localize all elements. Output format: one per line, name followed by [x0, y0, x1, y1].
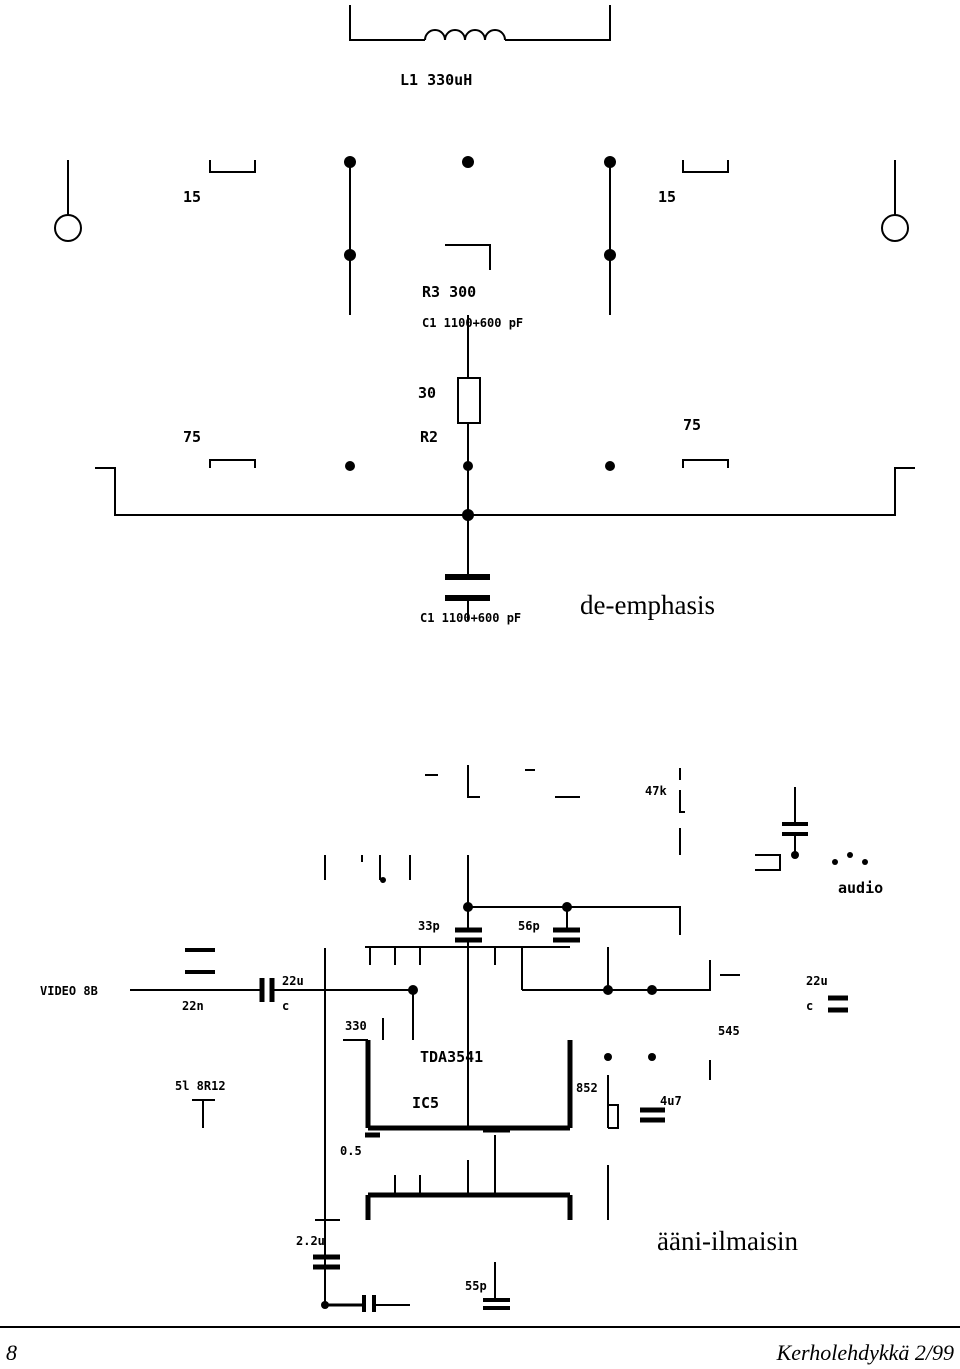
label-video: VIDEO 8B: [40, 984, 98, 998]
label-r-left: 15: [183, 188, 201, 206]
footer-rule: [0, 1326, 960, 1328]
page-number: 8: [6, 1340, 17, 1365]
terminal-right: [881, 214, 909, 242]
label-r2: R2: [420, 428, 438, 446]
audio-detector-schematic: 47k audio 33p 56p VIDEO 8B 22n 22u c 22u…: [40, 765, 883, 1312]
label-r-right: 15: [658, 188, 676, 206]
label-r-top-right: 47k: [645, 784, 667, 798]
label-c-in: 22n: [182, 999, 204, 1013]
label-ic-ref: IC5: [412, 1094, 439, 1112]
label-c-bottom-mid: 55p: [465, 1279, 487, 1293]
label-r-545: 545: [718, 1024, 740, 1038]
label-r-852: 852: [576, 1081, 598, 1095]
resistor-r2: [457, 377, 481, 424]
label-c-bottom-left: 0.5: [340, 1144, 362, 1158]
label-c1-bottom: C1 1100+600 pF: [420, 611, 521, 625]
label-c1-top: C1 1100+600 pF: [422, 316, 523, 330]
label-c-top2: 56p: [518, 919, 540, 933]
caption-de-emphasis: de-emphasis: [580, 590, 715, 620]
label-r3: R3 300: [422, 283, 476, 301]
label-c-in-val: 22u: [282, 974, 304, 988]
label-r-330: 330: [345, 1019, 367, 1033]
label-c-mid: 4u7: [660, 1094, 682, 1108]
label-lower-left: 75: [183, 428, 201, 446]
label-c-in-unit: c: [282, 999, 289, 1013]
label-l1: L1 330uH: [400, 71, 472, 89]
label-c-right: 22u: [806, 974, 828, 988]
label-gnd: 5l 8R12: [175, 1079, 226, 1093]
label-ic-name: TDA3541: [420, 1048, 483, 1066]
label-c-top1: 33p: [418, 919, 440, 933]
terminal-left: [54, 214, 82, 242]
label-lower-right: 75: [683, 416, 701, 434]
magazine-title: Kerholehdykkä 2/99: [776, 1340, 954, 1365]
caption-aani-ilmaisin: ääni-ilmaisin: [657, 1226, 798, 1256]
label-r-mid: 30: [418, 384, 436, 402]
inductor-coil: [424, 29, 506, 41]
label-audio: audio: [838, 879, 883, 897]
label-c-bottom: 2.2u: [296, 1234, 325, 1248]
label-c-right-unit: c: [806, 999, 813, 1013]
de-emphasis-schematic: L1 330uH 15 15 R3 300 C1 1100+600 pF 30 …: [54, 5, 915, 625]
